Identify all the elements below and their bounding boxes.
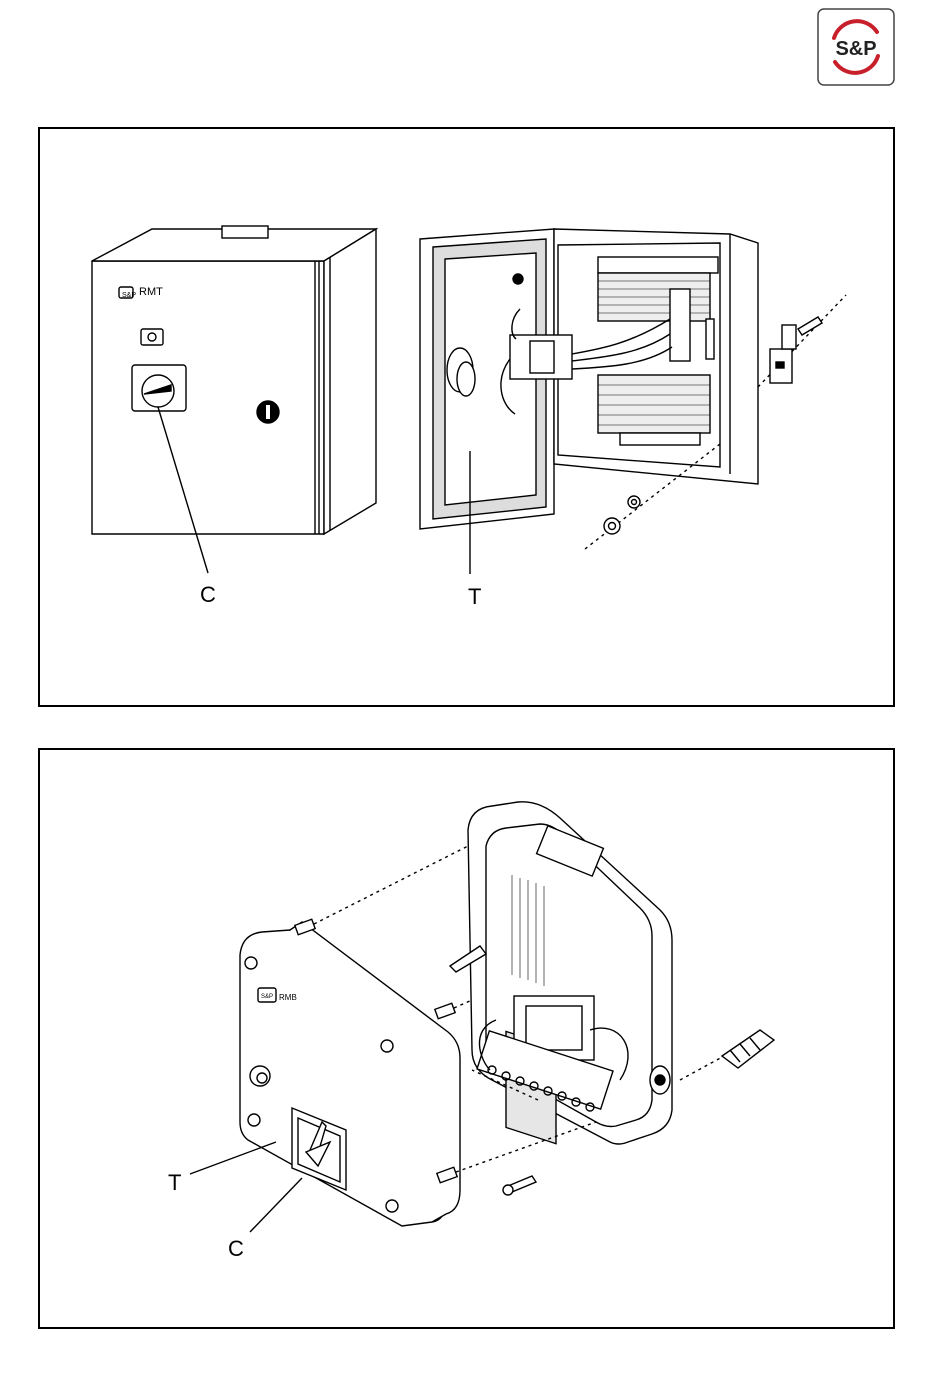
- brand-logo: S&P: [817, 8, 895, 86]
- figure-1-callout-t: T: [468, 586, 481, 608]
- figure-1-drawing: S&P: [40, 129, 893, 705]
- figure-2-panel-label: RMB: [279, 994, 297, 1002]
- figure-2-callout-t: T: [168, 1172, 181, 1194]
- sp-logo-icon: S&P: [817, 8, 895, 86]
- figure-2-panel: S&P RMB T C: [38, 748, 895, 1329]
- figure-1-callout-c: C: [200, 584, 216, 606]
- svg-text:S&P: S&P: [122, 292, 136, 299]
- figure-2-callout-c: C: [228, 1238, 244, 1260]
- figure-1-panel-label: RMT: [139, 287, 163, 298]
- figure-1-panel: S&P RMT C T: [38, 127, 895, 707]
- open-enclosure: [420, 229, 758, 529]
- front-cover: [240, 919, 460, 1226]
- back-box: [450, 802, 672, 1144]
- figure-2-drawing: S&P: [40, 750, 893, 1327]
- svg-text:S&P: S&P: [261, 994, 273, 1000]
- svg-text:S&P: S&P: [835, 38, 876, 60]
- closed-enclosure: [92, 226, 376, 534]
